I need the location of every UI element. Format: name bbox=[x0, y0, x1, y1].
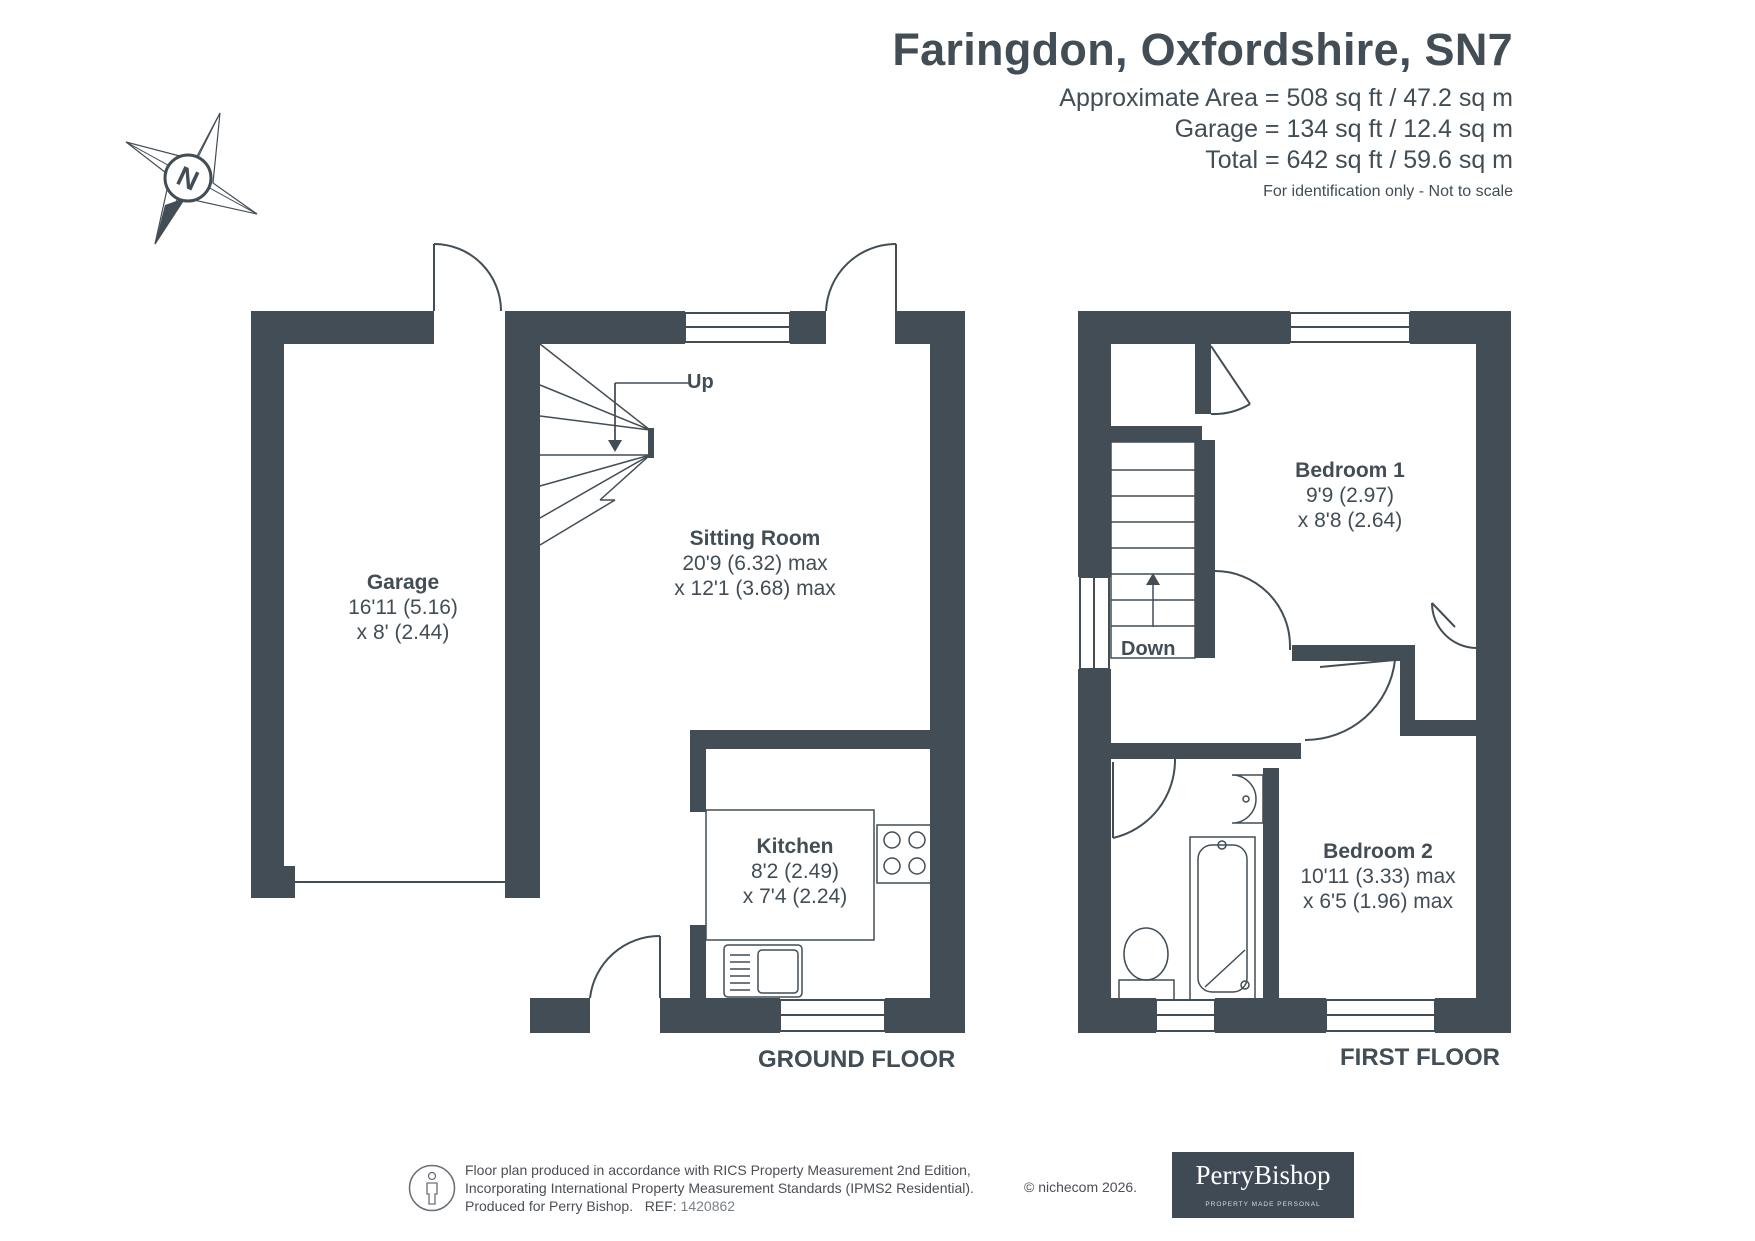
footer-produced-for: Produced for Perry Bishop. bbox=[465, 1198, 634, 1214]
ground-floor-windows bbox=[295, 312, 886, 1032]
room-dimension: x 8'8 (2.64) bbox=[1297, 509, 1403, 532]
footer-ref-label: REF: bbox=[644, 1198, 677, 1214]
room-dimension: 9'9 (2.97) bbox=[1305, 484, 1395, 507]
footer-line: Produced for Perry Bishop. REF: 1420862 bbox=[465, 1197, 974, 1215]
stairs-up-label: Up bbox=[687, 371, 714, 393]
room-label-bedroom-1: Bedroom 1 9'9 (2.97) x 8'8 (2.64) bbox=[1265, 458, 1435, 533]
room-name: Sitting Room bbox=[689, 527, 821, 550]
stairs-up-arrow-icon bbox=[608, 383, 654, 458]
room-dimension: 8'2 (2.49) bbox=[750, 860, 840, 883]
identification-note: For identification only - Not to scale bbox=[1263, 183, 1513, 200]
first-floor-walls bbox=[1078, 311, 1511, 1033]
ground-floor-walls bbox=[251, 311, 965, 1033]
stairs-down-arrow-icon bbox=[1146, 573, 1160, 627]
room-label-kitchen: Kitchen 8'2 (2.49) x 7'4 (2.24) bbox=[715, 834, 875, 909]
footer-line: Floor plan produced in accordance with R… bbox=[465, 1162, 971, 1178]
footer-copyright: © nichecom 2026. bbox=[1024, 1179, 1138, 1195]
room-label-garage: Garage 16'11 (5.16) x 8' (2.44) bbox=[306, 570, 500, 645]
first-floor-windows bbox=[1079, 312, 1436, 1032]
room-dimension: x 12'1 (3.68) max bbox=[674, 577, 836, 600]
logo-tagline: PROPERTY MADE PERSONAL bbox=[1205, 1201, 1321, 1208]
compass-icon: N bbox=[125, 112, 258, 245]
total-area: Total = 642 sq ft / 59.6 sq m bbox=[1205, 146, 1513, 174]
footer-ref-value: 1420862 bbox=[680, 1198, 736, 1214]
logo-name: PerryBishop bbox=[1195, 1160, 1331, 1190]
room-label-sitting-room: Sitting Room 20'9 (6.32) max x 12'1 (3.6… bbox=[640, 526, 870, 601]
footer-line: Incorporating International Property Mea… bbox=[465, 1180, 974, 1196]
garage-area: Garage = 134 sq ft / 12.4 sq m bbox=[1174, 115, 1513, 143]
room-label-bedroom-2: Bedroom 2 10'11 (3.33) max x 6'5 (1.96) … bbox=[1278, 839, 1478, 914]
room-name: Bedroom 1 bbox=[1295, 459, 1405, 482]
person-scale-icon bbox=[408, 1164, 456, 1212]
room-dimension: x 7'4 (2.24) bbox=[742, 885, 848, 908]
ground-floor-stairs bbox=[539, 343, 690, 546]
property-title: Faringdon, Oxfordshire, SN7 bbox=[892, 24, 1513, 75]
ground-floor-label: GROUND FLOOR bbox=[758, 1046, 956, 1073]
room-dimension: x 8' (2.44) bbox=[356, 621, 450, 644]
room-name: Garage bbox=[366, 571, 440, 594]
approximate-area: Approximate Area = 508 sq ft / 47.2 sq m bbox=[1059, 84, 1513, 112]
room-name: Kitchen bbox=[756, 835, 834, 858]
room-dimension: 20'9 (6.32) max bbox=[682, 552, 828, 575]
kitchen-fittings bbox=[705, 809, 933, 998]
first-floor-label: FIRST FLOOR bbox=[1340, 1044, 1500, 1071]
first-floor-doors bbox=[1112, 345, 1477, 839]
room-dimension: 10'11 (3.33) max bbox=[1300, 865, 1456, 888]
room-dimension: x 6'5 (1.96) max bbox=[1303, 890, 1453, 913]
ground-floor-doors bbox=[433, 242, 897, 999]
perry-bishop-logo: PerryBishop PROPERTY MADE PERSONAL bbox=[1172, 1152, 1354, 1218]
bathroom-fittings bbox=[1118, 774, 1264, 1001]
room-dimension: 16'11 (5.16) bbox=[348, 596, 458, 619]
footer-disclaimer: Floor plan produced in accordance with R… bbox=[465, 1161, 974, 1215]
room-name: Bedroom 2 bbox=[1323, 840, 1433, 863]
stairs-down-label: Down bbox=[1121, 638, 1176, 660]
